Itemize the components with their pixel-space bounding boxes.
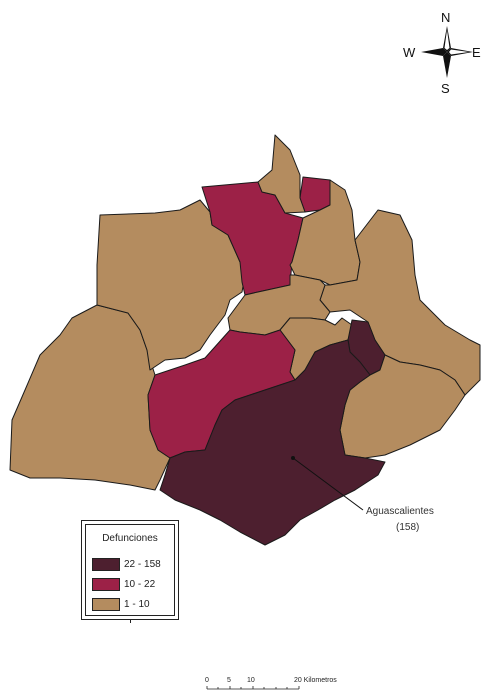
legend-label-high: 22 - 158 xyxy=(124,558,161,570)
compass-star-south xyxy=(443,52,451,78)
compass-n: N xyxy=(441,10,450,25)
legend-swatch-mid xyxy=(92,577,120,591)
scale-label-0: 0 xyxy=(205,677,209,684)
compass-s: S xyxy=(441,81,450,96)
compass-star-north-hollow xyxy=(444,30,450,50)
legend-item-mid: 10 - 22 xyxy=(92,577,155,591)
compass-e: E xyxy=(472,45,481,60)
legend-title: Defunciones xyxy=(102,533,158,544)
compass-w: W xyxy=(403,45,416,60)
compass-rose: N E S W xyxy=(403,10,481,96)
municipality-north-west xyxy=(96,199,246,371)
scale-label-20: 20 Kilometros xyxy=(294,677,337,684)
callout: Aguascalientes (158) xyxy=(291,456,434,533)
compass-star-west xyxy=(421,48,447,56)
municipality-aguascalientes xyxy=(159,339,386,546)
legend-item-low: 1 - 10 xyxy=(92,597,150,611)
legend-swatch-high xyxy=(92,557,120,571)
callout-leader xyxy=(292,457,364,511)
compass-star-east-hollow xyxy=(449,49,469,55)
legend-item-high: 22 - 158 xyxy=(92,557,161,571)
legend-swatch-low xyxy=(92,597,120,611)
scale-bar: 0 5 10 20 Kilometros xyxy=(205,677,337,690)
callout-value: (158) xyxy=(396,522,419,533)
scale-label-10: 10 xyxy=(247,677,255,684)
scale-label-5: 5 xyxy=(227,677,231,684)
legend-inner-frame xyxy=(85,524,175,616)
legend-label-low: 1 - 10 xyxy=(124,598,150,610)
legend: Defunciones 22 - 158 10 - 22 1 - 10 xyxy=(81,520,179,620)
legend-tick xyxy=(130,620,131,623)
callout-name: Aguascalientes xyxy=(366,506,434,517)
municipality-north-top xyxy=(257,134,306,214)
legend-label-mid: 10 - 22 xyxy=(124,578,156,590)
